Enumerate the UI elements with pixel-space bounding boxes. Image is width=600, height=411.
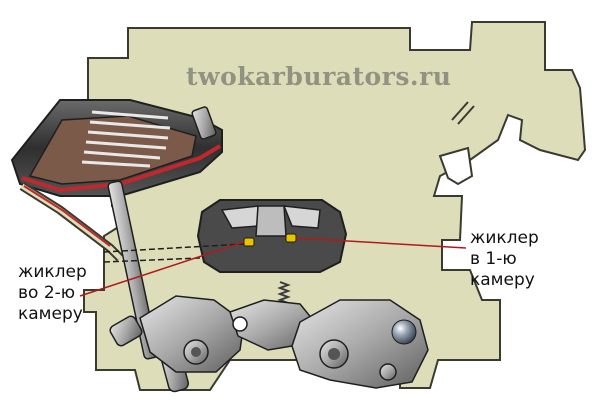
leader-line-chamber-1 (295, 237, 467, 249)
jet-chamber-2-marker (243, 237, 255, 247)
return-spring (277, 281, 291, 304)
label-jet-chamber-2-line2: во 2-ю (18, 283, 76, 303)
body-notch (438, 146, 474, 186)
jet-chamber-1-marker (285, 233, 297, 243)
watermark-text: twokarburators.ru (186, 62, 452, 91)
lever-right-pivot (379, 363, 397, 381)
label-jet-chamber-1-line2: в 1-ю (470, 249, 517, 269)
lever-left (139, 295, 245, 373)
float-chamber (196, 199, 348, 273)
label-jet-chamber-2: жиклер во 2-ю камеру (18, 262, 87, 325)
lever-center-hole (232, 316, 248, 332)
label-jet-chamber-1-line3: камеру (470, 270, 535, 290)
rod-end-knob (109, 315, 143, 347)
body-slot (451, 101, 475, 125)
label-jet-chamber-1: жиклер в 1-ю камеру (470, 228, 539, 291)
lever-right-nut-hole (328, 348, 340, 360)
lever-right-ball (391, 319, 417, 345)
leader-line-chamber-2 (79, 241, 245, 297)
fuel-channel-lines (103, 243, 245, 263)
label-jet-chamber-2-line1: жиклер (18, 262, 87, 282)
label-jet-chamber-1-line1: жиклер (470, 228, 539, 248)
label-jet-chamber-2-line3: камеру (18, 304, 83, 324)
lever-left-nut-hole (191, 347, 201, 357)
diaphragm-assembly (10, 99, 223, 262)
